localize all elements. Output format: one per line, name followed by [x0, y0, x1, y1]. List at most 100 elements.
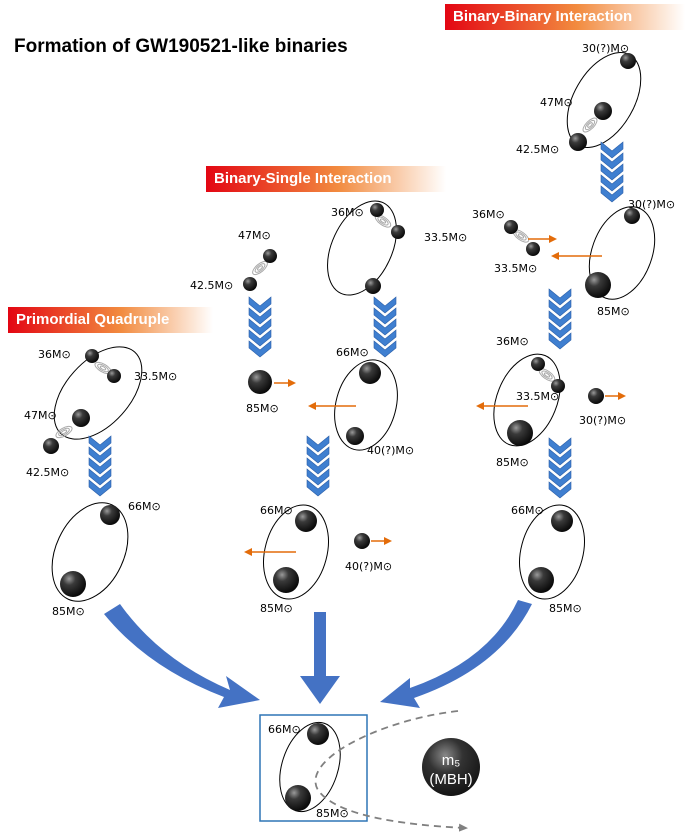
primordial-quadruple-group: 36M⊙ 33.5M⊙ 47M⊙ 42.5M⊙ 66M⊙ 85M⊙	[24, 346, 177, 618]
final-binary-group: 66M⊙ 85M⊙ m₅ (MBH)	[259, 710, 480, 832]
binary-single-group: 47M⊙ 42.5M⊙ 85M⊙ 36M⊙ 33.5M⊙ 6	[190, 200, 467, 615]
orbit	[51, 502, 129, 602]
mass-label: 36M⊙	[38, 348, 71, 361]
mass-label: 33.5M⊙	[516, 390, 559, 403]
black-hole	[248, 370, 272, 394]
mass-label: 36M⊙	[331, 206, 364, 219]
mass-label: 47M⊙	[238, 229, 271, 242]
mass-label: 42.5M⊙	[26, 466, 69, 479]
black-hole	[526, 242, 540, 256]
black-hole	[72, 409, 90, 427]
black-hole	[594, 102, 612, 120]
black-hole	[263, 249, 277, 263]
mass-label: 85M⊙	[316, 807, 349, 820]
converging-arrows	[104, 600, 532, 708]
black-hole	[531, 357, 545, 371]
black-hole	[60, 571, 86, 597]
mass-label: 85M⊙	[549, 602, 582, 615]
black-hole	[365, 278, 381, 294]
black-hole	[243, 277, 257, 291]
mass-label: 47M⊙	[540, 96, 573, 109]
black-hole	[551, 379, 565, 393]
black-hole	[528, 567, 554, 593]
mbh-black-hole	[422, 738, 480, 796]
black-hole	[107, 369, 121, 383]
banner-bg-binary-binary	[445, 4, 685, 30]
mass-label: 30(?)M⊙	[582, 42, 629, 55]
big-arrow-right	[380, 600, 532, 708]
mass-label: 36M⊙	[496, 335, 529, 348]
black-hole	[285, 785, 311, 811]
figure-title: Formation of GW190521-like binaries	[14, 36, 348, 57]
mass-label: 85M⊙	[260, 602, 293, 615]
banner-primordial-quadruple: Primordial Quadruple	[16, 311, 170, 328]
mass-label: 33.5M⊙	[424, 231, 467, 244]
mass-label: 47M⊙	[24, 409, 57, 422]
black-hole	[507, 420, 533, 446]
black-hole	[585, 272, 611, 298]
mass-label: 66M⊙	[268, 723, 301, 736]
chevron-arrow-icon	[248, 296, 272, 358]
mass-label: 85M⊙	[597, 305, 630, 318]
black-hole	[391, 225, 405, 239]
mass-label: 66M⊙	[128, 500, 161, 513]
chevron-arrow-icon	[548, 437, 572, 499]
mass-label: 40(?)M⊙	[367, 444, 414, 457]
merger-spiral-icon	[53, 423, 75, 441]
black-hole	[370, 203, 384, 217]
black-hole	[100, 505, 120, 525]
binary-binary-group: 30(?)M⊙ 47M⊙ 42.5M⊙ 30(?)M⊙ 85M⊙ 36M⊙ 33…	[472, 42, 675, 615]
black-hole	[354, 533, 370, 549]
mass-label: 42.5M⊙	[190, 279, 233, 292]
mbh-label-type: (MBH)	[429, 771, 472, 788]
mass-label: 30(?)M⊙	[628, 198, 675, 211]
black-hole	[551, 510, 573, 532]
mass-label: 85M⊙	[52, 605, 85, 618]
mass-label: 33.5M⊙	[494, 262, 537, 275]
chevron-arrow-icon	[306, 435, 330, 497]
merger-spiral-icon	[580, 115, 600, 135]
mass-label: 42.5M⊙	[516, 143, 559, 156]
big-arrow-center	[300, 612, 340, 704]
banner-bg-primordial	[8, 307, 213, 333]
mass-label: 66M⊙	[260, 504, 293, 517]
chevron-arrow-icon	[548, 288, 572, 350]
banner-bg-binary-single	[206, 166, 446, 192]
banner-binary-binary: Binary-Binary Interaction	[453, 8, 633, 25]
black-hole	[620, 53, 636, 69]
final-binary-box	[259, 714, 368, 822]
black-hole	[569, 133, 587, 151]
big-arrow-left	[104, 604, 260, 708]
orbit	[263, 504, 329, 600]
mass-label: 66M⊙	[511, 504, 544, 517]
black-hole	[295, 510, 317, 532]
chevron-arrow-icon	[88, 435, 112, 497]
black-hole	[43, 438, 59, 454]
orbit	[327, 200, 397, 296]
black-hole	[273, 567, 299, 593]
black-hole	[588, 388, 604, 404]
orbit	[334, 359, 398, 451]
black-hole	[307, 723, 329, 745]
mass-label: 33.5M⊙	[134, 370, 177, 383]
orbit	[588, 206, 656, 300]
chevron-arrow-icon	[373, 296, 397, 358]
black-hole	[346, 427, 364, 445]
mass-label: 85M⊙	[496, 456, 529, 469]
orbit	[493, 353, 561, 447]
black-hole	[85, 349, 99, 363]
mbh-label-mass: m₅	[442, 752, 461, 769]
orbit	[519, 504, 585, 600]
mass-label: 40(?)M⊙	[345, 560, 392, 573]
mass-label: 36M⊙	[472, 208, 505, 221]
chevron-arrow-icon	[600, 141, 624, 203]
black-hole	[359, 362, 381, 384]
black-hole	[624, 208, 640, 224]
black-hole	[504, 220, 518, 234]
mass-label: 30(?)M⊙	[579, 414, 626, 427]
banner-binary-single: Binary-Single Interaction	[214, 170, 392, 187]
mbh-trajectory	[314, 710, 468, 832]
mass-label: 85M⊙	[246, 402, 279, 415]
mass-label: 66M⊙	[336, 346, 369, 359]
